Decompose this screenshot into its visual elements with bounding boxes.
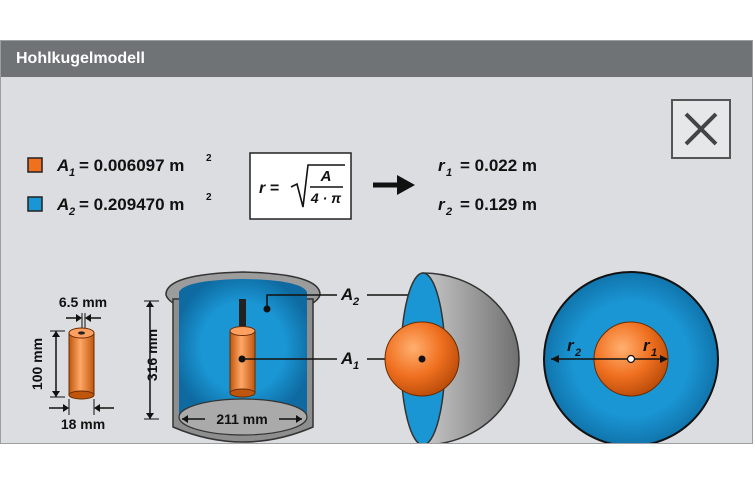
small-tube: 6.5 mm 100 mm 18 mm (29, 294, 114, 432)
legend-exp-a1: 2 (206, 153, 212, 164)
label-a2-symbol: A (340, 285, 353, 304)
label-r1-sub: 1 (651, 347, 657, 359)
tube-height: 100 mm (29, 338, 45, 390)
cylinder-diameter: 211 mm (216, 411, 267, 427)
label-r2-symbol: r (567, 336, 575, 355)
close-icon (684, 112, 718, 146)
result-sub-r1: 1 (446, 167, 452, 179)
legend-a2: A 2 = 0.209470 m 2 (27, 192, 212, 218)
result-value-r1: = 0.022 m (460, 156, 537, 175)
result-r2: r 2 = 0.129 m (438, 195, 537, 218)
label-r2-sub: 2 (574, 347, 581, 359)
arrow-right-icon (373, 175, 415, 195)
legend-value-a1: = 0.006097 m (79, 156, 184, 175)
formula-box: r = A 4 · π (249, 152, 352, 220)
label-r1-symbol: r (643, 336, 651, 355)
result-symbol-r1: r (438, 156, 446, 175)
tube-inner-diameter: 6.5 mm (59, 294, 107, 310)
legend-value-a2: = 0.209470 m (79, 195, 184, 214)
legend-exp-a2: 2 (206, 192, 212, 203)
formula-lhs: r = (259, 180, 279, 197)
legend-sub-a2: 2 (68, 206, 75, 218)
label-a1-sub: 1 (353, 360, 359, 372)
legend-swatch-a1 (27, 157, 43, 173)
legend-swatch-a2 (27, 196, 43, 212)
hollow-hemisphere (384, 272, 520, 443)
dialog-panel: Hohlkugelmodell (0, 40, 753, 444)
legend-sub-a1: 1 (69, 167, 75, 179)
title-bar: Hohlkugelmodell (1, 41, 752, 77)
result-value-r2: = 0.129 m (460, 195, 537, 214)
formula-numerator: A (320, 168, 332, 185)
concentric-circles: r 2 r 1 (543, 271, 719, 443)
model-diagram: A 1 = 0.006097 m 2 A 2 = 0.209470 m 2 r … (27, 152, 719, 443)
result-r1: r 1 = 0.022 m (438, 156, 537, 179)
result-sub-r2: 2 (445, 206, 452, 218)
label-a2-sub: 2 (352, 296, 359, 308)
label-a1-symbol: A (340, 349, 353, 368)
legend-symbol-a2: A (56, 195, 69, 214)
result-symbol-r2: r (438, 195, 446, 214)
cylinder-height: 316 mm (144, 329, 160, 381)
legend-symbol-a1: A (56, 156, 69, 175)
tube-outer-diameter: 18 mm (61, 416, 105, 432)
window-title: Hohlkugelmodell (16, 50, 145, 67)
close-button[interactable] (671, 99, 731, 159)
cylinder-vessel: 316 mm 211 mm (144, 271, 337, 443)
legend-a1: A 1 = 0.006097 m 2 (27, 153, 212, 179)
formula-denominator: 4 · π (310, 190, 342, 206)
sqrt-sign (290, 164, 345, 208)
